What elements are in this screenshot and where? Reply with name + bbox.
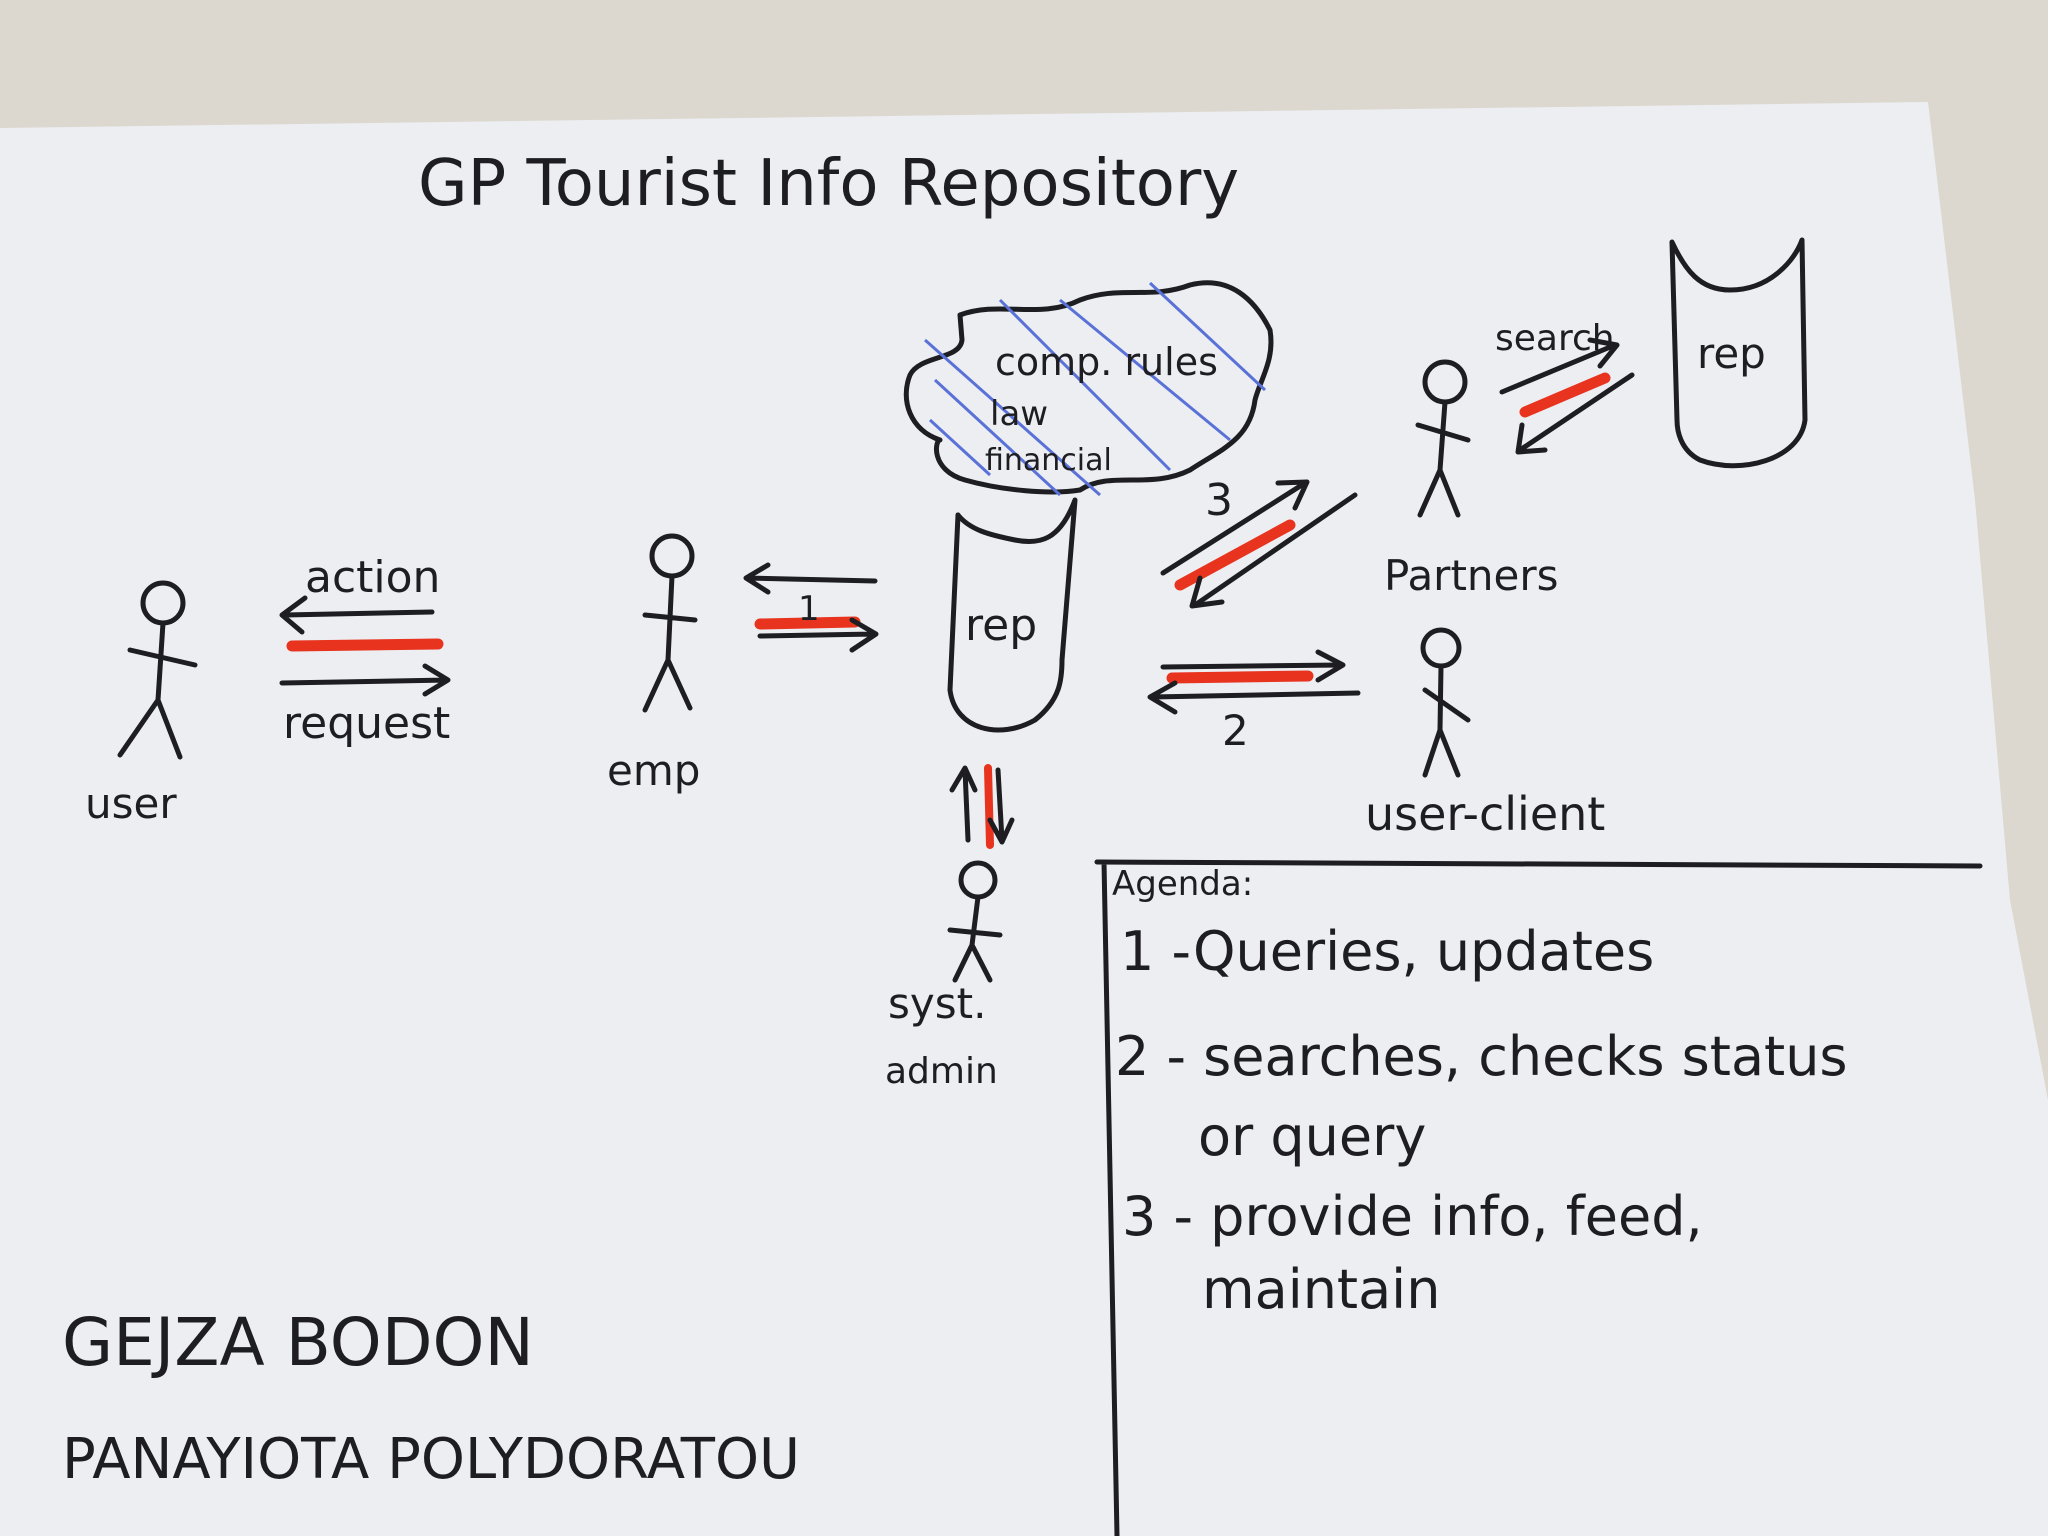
diagram-title: GP Tourist Info Repository <box>418 147 1239 221</box>
agenda-box-border <box>1094 859 1983 1536</box>
arrow-label-action: action <box>305 552 440 603</box>
agenda-item-3: 3 - provide info, feed, <box>1122 1185 1703 1248</box>
user-stick-figure-icon <box>117 580 198 760</box>
actor-label-partners: Partners <box>1384 551 1559 600</box>
agenda-item-2: 2 - searches, checks status <box>1115 1025 1848 1088</box>
arrow-label-request: request <box>283 698 450 749</box>
actor-label-user: user <box>85 779 177 828</box>
highlight-bar <box>1166 670 1314 684</box>
arrow-label-2: 2 <box>1222 706 1249 755</box>
rep-userclient-left-arrow-icon <box>1147 680 1361 715</box>
arrow-label-3: 3 <box>1205 475 1233 526</box>
action-arrow-icon <box>279 595 435 635</box>
request-arrow-icon <box>279 663 451 697</box>
repository-label-partner: rep <box>1697 329 1766 378</box>
rep-partners-up-arrow-icon <box>1160 479 1310 576</box>
cloud-text-financial: financial <box>985 443 1112 478</box>
author-name-2: PANAYIOTA POLYDORATOU <box>62 1427 800 1492</box>
highlight-bar <box>1519 372 1611 418</box>
partners-stick-figure-icon <box>1415 359 1471 518</box>
highlight-bar <box>754 616 861 630</box>
sysadmin-down-arrow-icon <box>987 767 1015 845</box>
author-name-1: GEJZA BODON <box>62 1304 534 1381</box>
actor-label-syst: syst. <box>888 979 986 1028</box>
actor-label-emp: emp <box>607 746 700 795</box>
cloud-shape <box>903 280 1274 497</box>
emp-stick-figure-icon <box>642 533 698 713</box>
highlight-bar <box>286 638 444 652</box>
agenda-item-2-cont: or query <box>1198 1105 1426 1168</box>
cloud-text-comp-rules: comp. rules <box>995 340 1218 384</box>
agenda-item-1: 1 -Queries, updates <box>1120 920 1654 983</box>
sysadmin-up-arrow-icon <box>949 765 978 843</box>
repository-label-main: rep <box>965 600 1037 651</box>
rep-partners-down-arrow-icon <box>1189 492 1358 609</box>
repository-cylinder-icon <box>947 497 1078 733</box>
agenda-heading: Agenda: <box>1112 864 1253 904</box>
cloud-text-law: law <box>990 394 1048 434</box>
actor-label-user-client: user-client <box>1365 787 1605 841</box>
user-client-stick-figure-icon <box>1420 627 1471 778</box>
highlight-bar <box>1174 519 1296 591</box>
rep-userclient-right-arrow-icon <box>1160 649 1346 683</box>
emp-rep-left-arrow-icon <box>743 562 878 595</box>
search-return-arrow-icon <box>1515 372 1635 455</box>
actor-label-admin: admin <box>885 1051 998 1092</box>
partner-repository-cylinder-icon <box>1669 237 1808 469</box>
sysadmin-stick-figure-icon <box>947 860 1003 983</box>
paper-sheet <box>0 102 2048 1536</box>
agenda-item-3-cont: maintain <box>1202 1258 1440 1321</box>
search-arrow-icon <box>1499 337 1620 395</box>
arrow-label-1: 1 <box>798 589 820 629</box>
emp-rep-right-arrow-icon <box>757 617 879 653</box>
highlight-bar <box>984 764 994 849</box>
